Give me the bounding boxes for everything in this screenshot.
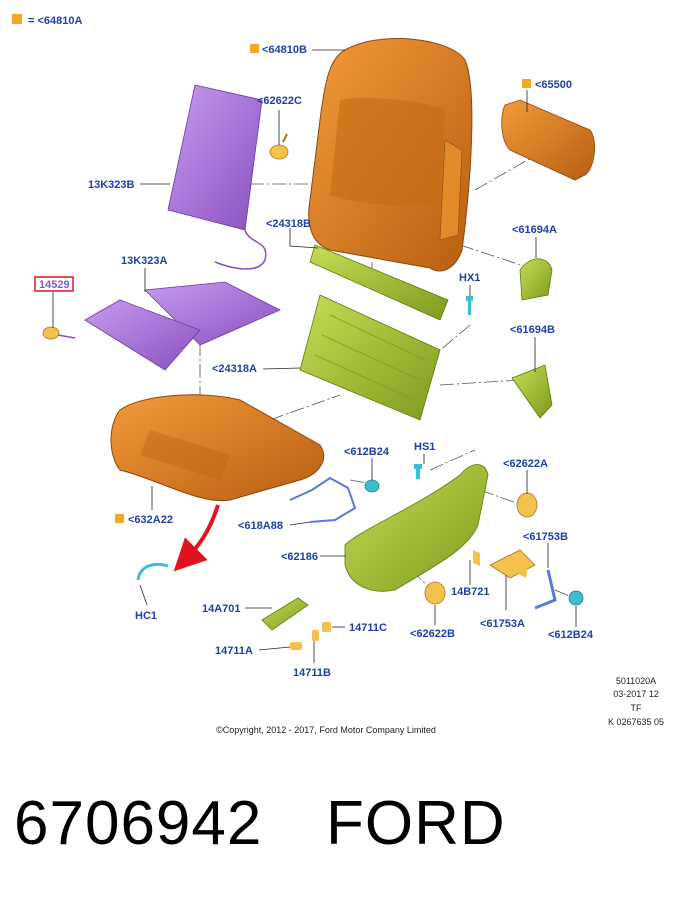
seat-back-cover xyxy=(308,38,473,272)
marker-square xyxy=(250,44,259,53)
label-64810b: <64810B xyxy=(262,44,307,56)
label-13k323a: 13K323A xyxy=(121,255,168,267)
info-line: TF xyxy=(631,703,642,713)
copyright-text: ©Copyright, 2012 - 2017, Ford Motor Comp… xyxy=(216,725,436,735)
label-65500: <65500 xyxy=(535,79,572,91)
knob-62622b xyxy=(424,581,446,605)
label-61753b: <61753B xyxy=(523,531,568,543)
knob-14711a xyxy=(290,642,302,650)
centerline xyxy=(437,324,471,353)
seat-cushion-cover xyxy=(110,394,325,502)
centerline xyxy=(459,244,531,269)
brand-name: FORD xyxy=(326,789,506,858)
trim-cover-61694a xyxy=(519,258,553,301)
part-number: 6706942 xyxy=(14,789,263,858)
label-14711c: 14711C xyxy=(349,622,387,634)
leader-line xyxy=(139,584,148,606)
centerline xyxy=(269,394,341,421)
side-shield-62186 xyxy=(344,464,489,592)
label-14a701: 14A701 xyxy=(202,603,241,615)
trim-61753b xyxy=(534,569,557,610)
label-hc1: HC1 xyxy=(135,610,157,622)
back-heater-mat xyxy=(167,84,267,270)
side-bolster-part xyxy=(501,99,595,181)
label-618a88: <618A88 xyxy=(238,520,283,532)
label-61753a: <61753A xyxy=(480,618,525,630)
cushion-heater-mat xyxy=(84,281,281,371)
label-62622a: <62622A xyxy=(503,458,548,470)
label-14711a: 14711A xyxy=(215,645,253,657)
label-62186: <62186 xyxy=(281,551,318,563)
switch-14b721 xyxy=(473,549,536,579)
trim-cover-61694b xyxy=(511,364,553,419)
highlight-box xyxy=(34,276,74,292)
centerline xyxy=(554,589,573,598)
trim-61753a xyxy=(512,565,528,578)
knob-62622a xyxy=(516,492,538,518)
label-24318b: <24318B xyxy=(266,218,311,230)
back-panel-upper xyxy=(309,244,449,321)
label-14711b: 14711B xyxy=(293,667,331,679)
label-14529: 14529 xyxy=(39,279,70,291)
label-hx1: HX1 xyxy=(459,272,480,284)
marker-square xyxy=(522,79,531,88)
drawing-info: 5011020A 03-2017 12 TF K 0267635 05 xyxy=(608,676,664,727)
info-line: 03-2017 12 xyxy=(613,689,659,699)
label-24318a: <24318A xyxy=(212,363,257,375)
legend-text: = <64810A xyxy=(28,15,82,27)
connector-14529 xyxy=(42,326,76,340)
label-612b24-lower: <612B24 xyxy=(548,629,594,641)
knob-14711c xyxy=(322,622,331,632)
wire-harness-618a88 xyxy=(289,476,357,523)
knob-612b24-upper xyxy=(364,479,380,493)
centerline xyxy=(429,449,476,471)
label-632a22: <632A22 xyxy=(128,514,173,526)
fastener-hx1 xyxy=(466,296,473,315)
leader-line xyxy=(289,521,311,526)
knob-14711b xyxy=(312,630,319,641)
centerline xyxy=(479,489,523,506)
label-14b721: 14B721 xyxy=(451,586,490,598)
switch-module-14a701 xyxy=(261,597,309,631)
leader-line xyxy=(258,646,291,651)
leader-line xyxy=(289,228,319,249)
label-61694a: <61694A xyxy=(512,224,557,236)
label-62622c: <62622C xyxy=(257,95,302,107)
centerline xyxy=(439,379,521,386)
leader-line xyxy=(262,367,301,370)
label-62622b: <62622B xyxy=(410,628,455,640)
label-612b24-upper: <612B24 xyxy=(344,446,390,458)
seat-exploded-diagram: = <64810A xyxy=(12,14,664,735)
legend-swatch xyxy=(12,14,22,24)
back-support-panel xyxy=(299,294,441,421)
label-61694b: <61694B xyxy=(510,324,555,336)
screw-hs1 xyxy=(414,464,422,479)
label-hs1: HS1 xyxy=(414,441,435,453)
wire-hc1 xyxy=(136,562,169,581)
marker-square xyxy=(115,514,124,523)
knob-62622c xyxy=(269,133,289,160)
info-line: 5011020A xyxy=(616,676,656,686)
knob-612b24-lower xyxy=(568,590,584,606)
info-line: K 0267635 05 xyxy=(608,717,664,727)
label-13k323b: 13K323B xyxy=(88,179,135,191)
red-arrow-icon xyxy=(173,504,220,572)
